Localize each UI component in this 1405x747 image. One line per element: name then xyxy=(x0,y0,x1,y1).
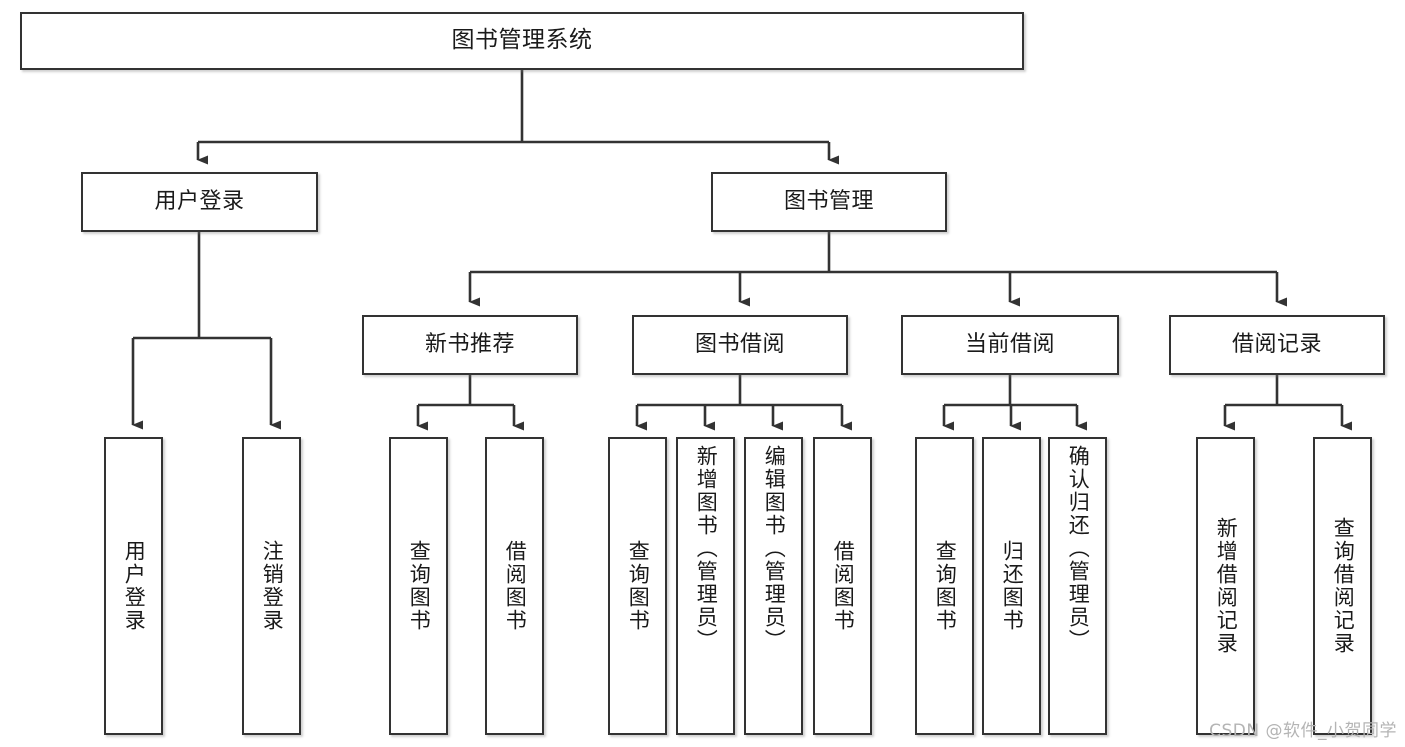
node-label: 借阅图书 xyxy=(503,540,528,632)
node-root-system[interactable]: 图书管理系统 xyxy=(20,12,1024,70)
node-book-borrow[interactable]: 图书借阅 xyxy=(632,315,848,375)
node-borrow-record[interactable]: 借阅记录 xyxy=(1169,315,1385,375)
leaf-borrow-book-2[interactable]: 借阅图书 xyxy=(813,437,872,735)
node-label: 查询图书 xyxy=(626,540,651,632)
node-label: 查询图书 xyxy=(933,540,958,632)
node-label: 新书推荐 xyxy=(424,332,515,358)
csdn-watermark: CSDN @软件_小贺同学 xyxy=(1209,721,1397,741)
node-book-manage[interactable]: 图书管理 xyxy=(711,172,947,232)
leaf-add-borrow-record[interactable]: 新增借阅记录 xyxy=(1196,437,1255,735)
node-label: 当前借阅 xyxy=(964,332,1055,358)
leaf-edit-book-admin[interactable]: 编辑图书（管理员） xyxy=(744,437,803,735)
leaf-query-book-1[interactable]: 查询图书 xyxy=(389,437,448,735)
node-label: 图书管理系统 xyxy=(451,27,593,54)
node-label: 确认归还（管理员） xyxy=(1066,445,1091,652)
node-label: 新增借阅记录 xyxy=(1214,517,1239,655)
node-label: 图书管理 xyxy=(783,189,874,215)
node-label: 用户登录 xyxy=(122,540,147,632)
leaf-query-book-2[interactable]: 查询图书 xyxy=(608,437,667,735)
node-label: 查询图书 xyxy=(407,540,432,632)
node-label: 借阅记录 xyxy=(1231,332,1322,358)
leaf-logout[interactable]: 注销登录 xyxy=(242,437,301,735)
node-label: 查询借阅记录 xyxy=(1331,517,1356,655)
node-current-borrow[interactable]: 当前借阅 xyxy=(901,315,1119,375)
node-user-login[interactable]: 用户登录 xyxy=(81,172,318,232)
leaf-query-book-3[interactable]: 查询图书 xyxy=(915,437,974,735)
node-label: 图书借阅 xyxy=(694,332,785,358)
leaf-user-login[interactable]: 用户登录 xyxy=(104,437,163,735)
node-label: 编辑图书（管理员） xyxy=(762,445,787,652)
leaf-add-book-admin[interactable]: 新增图书（管理员） xyxy=(676,437,735,735)
node-label: 用户登录 xyxy=(154,189,245,215)
leaf-query-borrow-record[interactable]: 查询借阅记录 xyxy=(1313,437,1372,735)
node-label: 借阅图书 xyxy=(831,540,856,632)
leaf-return-book[interactable]: 归还图书 xyxy=(982,437,1041,735)
node-label: 归还图书 xyxy=(1000,540,1025,632)
leaf-borrow-book-1[interactable]: 借阅图书 xyxy=(485,437,544,735)
node-new-book-recommend[interactable]: 新书推荐 xyxy=(362,315,578,375)
node-label: 注销登录 xyxy=(260,540,285,632)
leaf-confirm-return-admin[interactable]: 确认归还（管理员） xyxy=(1048,437,1107,735)
node-label: 新增图书（管理员） xyxy=(694,445,719,652)
